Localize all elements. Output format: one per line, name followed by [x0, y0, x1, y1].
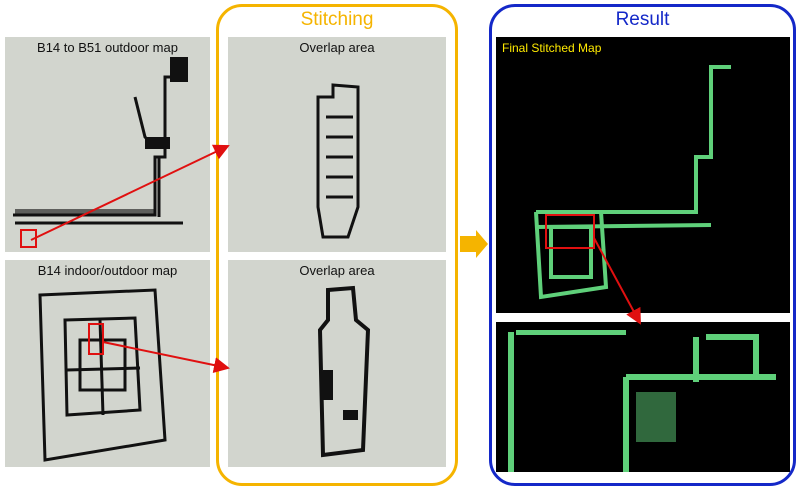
- overlap-top-title: Overlap area: [299, 40, 375, 55]
- overlap-top-image: [316, 83, 360, 239]
- result-frame: [489, 4, 796, 486]
- overlap-top-panel: Overlap area: [228, 37, 446, 252]
- stitching-title: Stitching: [300, 9, 374, 30]
- result-title: Result: [615, 9, 670, 30]
- outdoor-highlight-box: [20, 229, 37, 248]
- indoor-highlight-box: [88, 323, 104, 355]
- overlap-bottom-title: Overlap area: [299, 263, 375, 278]
- final-map-panel: Final Stitched Map: [496, 37, 790, 313]
- indoor-map-image: [38, 288, 167, 462]
- zoomed-result-panel: [496, 322, 790, 472]
- stitching-frame: [216, 4, 458, 486]
- outdoor-map-image: [13, 57, 188, 248]
- outdoor-map-title: B14 to B51 outdoor map: [37, 40, 178, 55]
- indoor-map-panel: B14 indoor/outdoor map: [5, 260, 210, 467]
- overlap-bottom-image: [317, 285, 371, 458]
- final-highlight-box: [545, 214, 595, 249]
- zoomed-result-image: [508, 330, 776, 472]
- indoor-map-title: B14 indoor/outdoor map: [37, 263, 178, 278]
- outdoor-map-panel: B14 to B51 outdoor map: [5, 37, 210, 252]
- final-map-image: [534, 65, 731, 300]
- overlap-bottom-panel: Overlap area: [228, 260, 446, 467]
- final-map-title: Final Stitched Map: [502, 41, 602, 55]
- arrow-stitching-to-result: [460, 230, 488, 258]
